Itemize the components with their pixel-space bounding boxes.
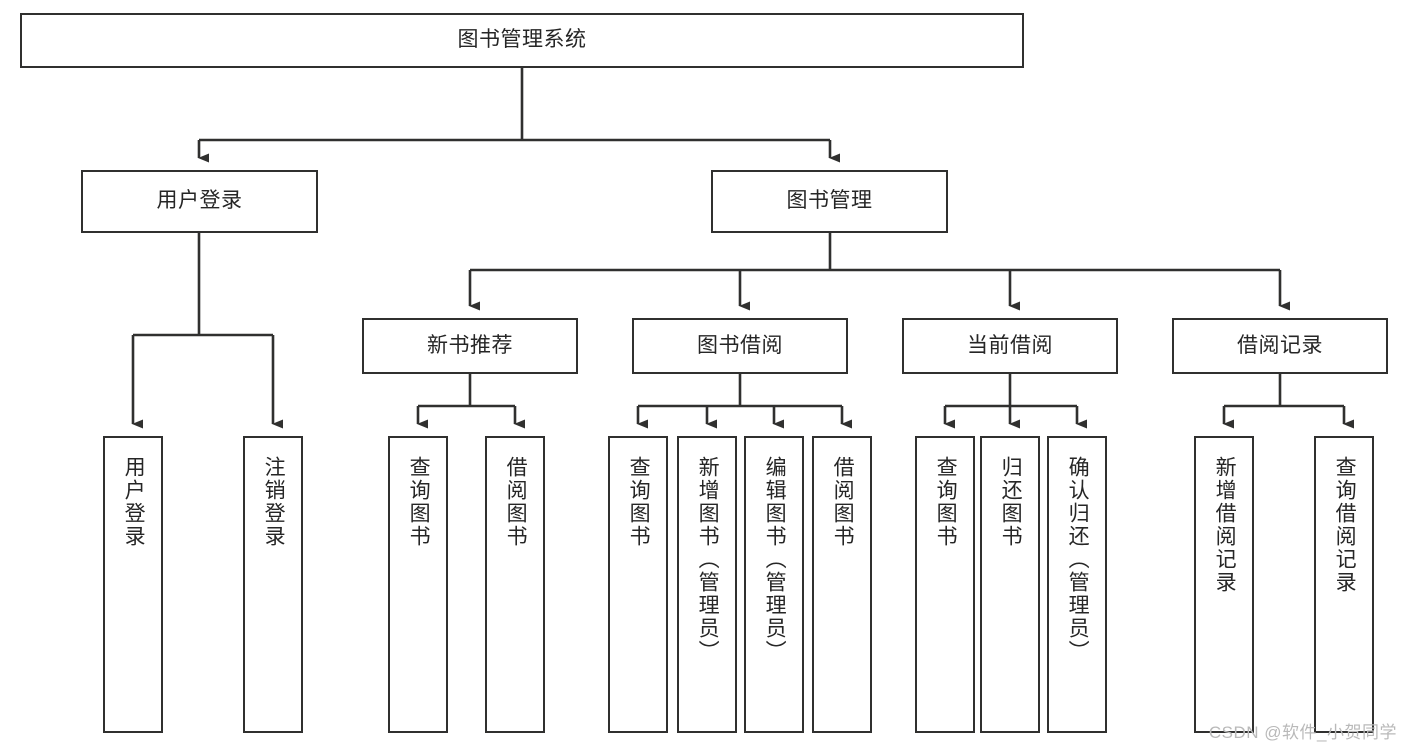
node-leaf-add-record-label: 新增借阅记录 — [1213, 456, 1237, 594]
node-leaf-confirm-return[interactable]: 确认归还（管理员） — [1047, 436, 1107, 733]
node-leaf-edit-book-label: 编辑图书（管理员） — [763, 456, 787, 663]
node-leaf-user-login[interactable]: 用户登录 — [103, 436, 163, 733]
node-leaf-logout-label: 注销登录 — [262, 456, 286, 548]
node-leaf-query-record[interactable]: 查询借阅记录 — [1314, 436, 1374, 733]
node-book-manage[interactable]: 图书管理 — [711, 170, 948, 233]
node-book-manage-label: 图书管理 — [786, 189, 873, 213]
node-borrow-record-label: 借阅记录 — [1237, 333, 1323, 357]
node-leaf-add-record[interactable]: 新增借阅记录 — [1194, 436, 1254, 733]
node-borrow-record[interactable]: 借阅记录 — [1172, 318, 1388, 374]
node-leaf-logout[interactable]: 注销登录 — [243, 436, 303, 733]
node-current-borrow-label: 当前借阅 — [967, 333, 1053, 357]
node-leaf-borrow-book-rec-label: 借阅图书 — [504, 456, 528, 548]
node-book-borrow-label: 图书借阅 — [697, 333, 783, 357]
node-leaf-return-book-label: 归还图书 — [999, 456, 1023, 548]
node-leaf-query-book-rec-label: 查询图书 — [407, 456, 431, 548]
node-leaf-query-book-borrow[interactable]: 查询图书 — [608, 436, 668, 733]
node-root-label: 图书管理系统 — [457, 28, 587, 52]
node-leaf-query-book-rec[interactable]: 查询图书 — [388, 436, 448, 733]
node-new-book-recommend-label: 新书推荐 — [427, 333, 513, 357]
node-leaf-user-login-label: 用户登录 — [122, 456, 146, 548]
node-new-book-recommend[interactable]: 新书推荐 — [362, 318, 578, 374]
node-current-borrow[interactable]: 当前借阅 — [902, 318, 1118, 374]
node-leaf-query-record-label: 查询借阅记录 — [1333, 456, 1357, 594]
node-leaf-return-book[interactable]: 归还图书 — [980, 436, 1040, 733]
node-root[interactable]: 图书管理系统 — [20, 13, 1024, 68]
node-leaf-add-book-label: 新增图书（管理员） — [696, 456, 720, 663]
node-user-login-label: 用户登录 — [156, 189, 243, 213]
node-leaf-query-book-current-label: 查询图书 — [934, 456, 958, 548]
node-leaf-borrow-book-label: 借阅图书 — [831, 456, 855, 548]
node-leaf-borrow-book-rec[interactable]: 借阅图书 — [485, 436, 545, 733]
node-leaf-edit-book[interactable]: 编辑图书（管理员） — [744, 436, 804, 733]
node-leaf-add-book[interactable]: 新增图书（管理员） — [677, 436, 737, 733]
node-leaf-query-book-current[interactable]: 查询图书 — [915, 436, 975, 733]
node-user-login[interactable]: 用户登录 — [81, 170, 318, 233]
node-leaf-query-book-borrow-label: 查询图书 — [627, 456, 651, 548]
node-leaf-borrow-book[interactable]: 借阅图书 — [812, 436, 872, 733]
node-book-borrow[interactable]: 图书借阅 — [632, 318, 848, 374]
node-leaf-confirm-return-label: 确认归还（管理员） — [1066, 456, 1090, 663]
